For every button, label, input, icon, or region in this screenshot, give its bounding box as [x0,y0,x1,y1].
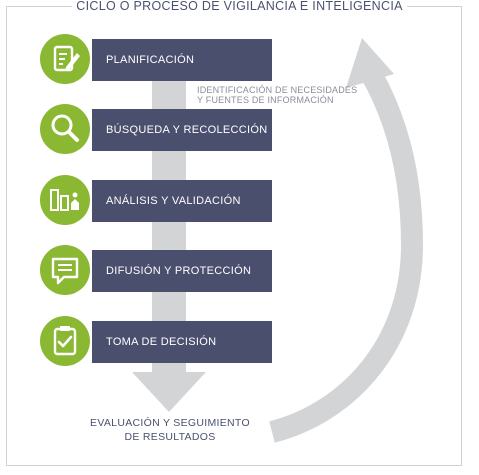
speech-bubble-icon [40,245,90,295]
needs-note: IDENTIFICACIÓN DE NECESIDADES Y FUENTES … [197,85,357,105]
down-arrow [132,40,206,412]
needs-note-line2: Y FUENTES DE INFORMACIÓN [197,95,334,105]
magnifier-icon [40,104,90,154]
return-arrow-head [346,38,394,88]
step-planificacion: PLANIFICACIÓN [92,39,272,81]
evaluation-label: EVALUACIÓN Y SEGUIMIENTO DE RESULTADOS [70,416,270,444]
step-label: ANÁLISIS Y VALIDACIÓN [106,195,241,207]
needs-note-line1: IDENTIFICACIÓN DE NECESIDADES [197,85,358,95]
diagram-title: CICLO O PROCESO DE VIGILANCIA E INTELIGE… [0,0,479,16]
step-busqueda: BÚSQUEDA Y RECOLECCIÓN [92,109,272,151]
step-difusion: DIFUSIÓN Y PROTECCIÓN [92,250,272,292]
bar-chart-icon [40,175,90,225]
clipboard-check-icon [40,316,90,366]
step-toma-decision: TOMA DE DECISIÓN [92,321,272,363]
step-label: TOMA DE DECISIÓN [106,336,217,348]
return-arc-arrow [269,66,424,443]
evaluation-label-line1: EVALUACIÓN Y SEGUIMIENTO [90,417,250,429]
document-pencil-icon [40,34,90,84]
evaluation-label-line2: DE RESULTADOS [124,431,216,443]
step-label: BÚSQUEDA Y RECOLECCIÓN [106,124,268,136]
step-label: DIFUSIÓN Y PROTECCIÓN [106,265,252,277]
step-analisis: ANÁLISIS Y VALIDACIÓN [92,180,272,222]
step-label: PLANIFICACIÓN [106,54,195,66]
